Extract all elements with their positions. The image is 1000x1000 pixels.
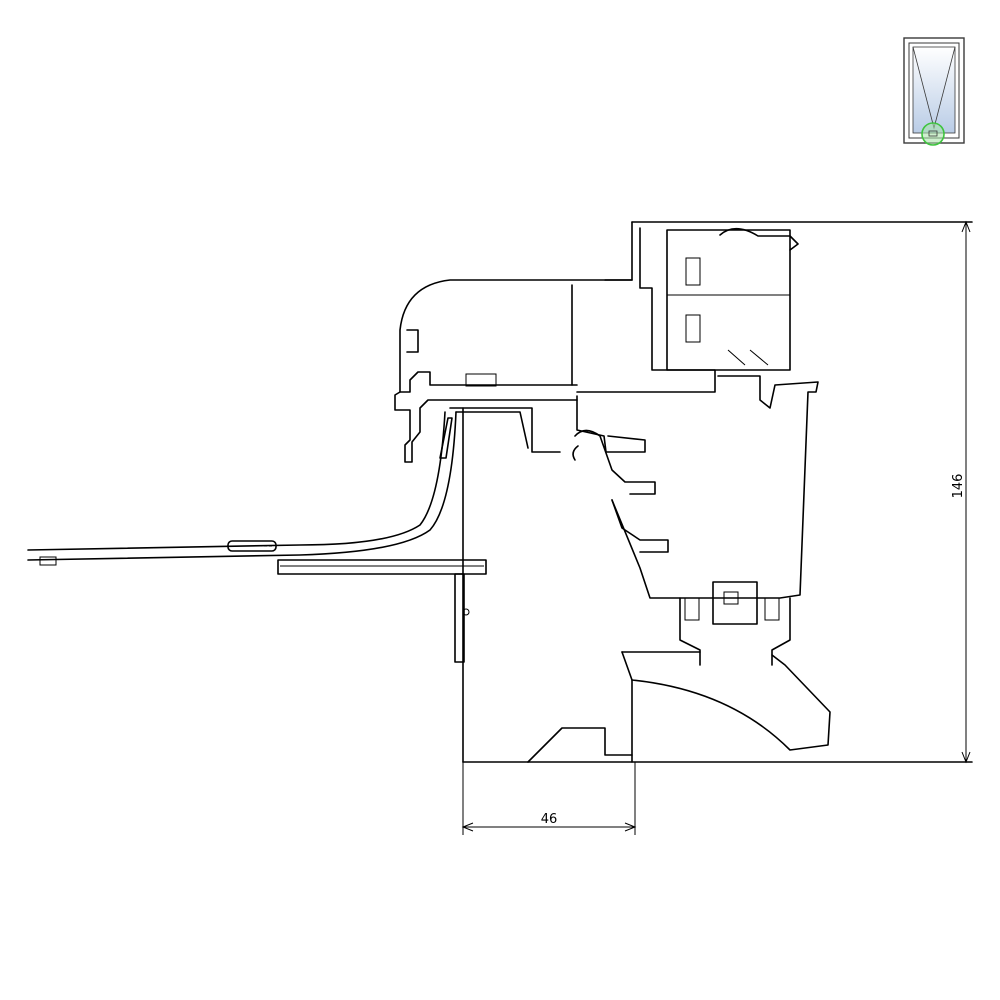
section-marker-icon (921, 122, 945, 146)
window-frame-profile (462, 221, 973, 763)
dimension-lines (461, 220, 971, 835)
window-key-plan-icon (903, 37, 965, 146)
height-dimension-label: 146 (951, 474, 966, 499)
sill-profile (27, 279, 633, 663)
width-dimension-label: 46 (541, 812, 558, 827)
